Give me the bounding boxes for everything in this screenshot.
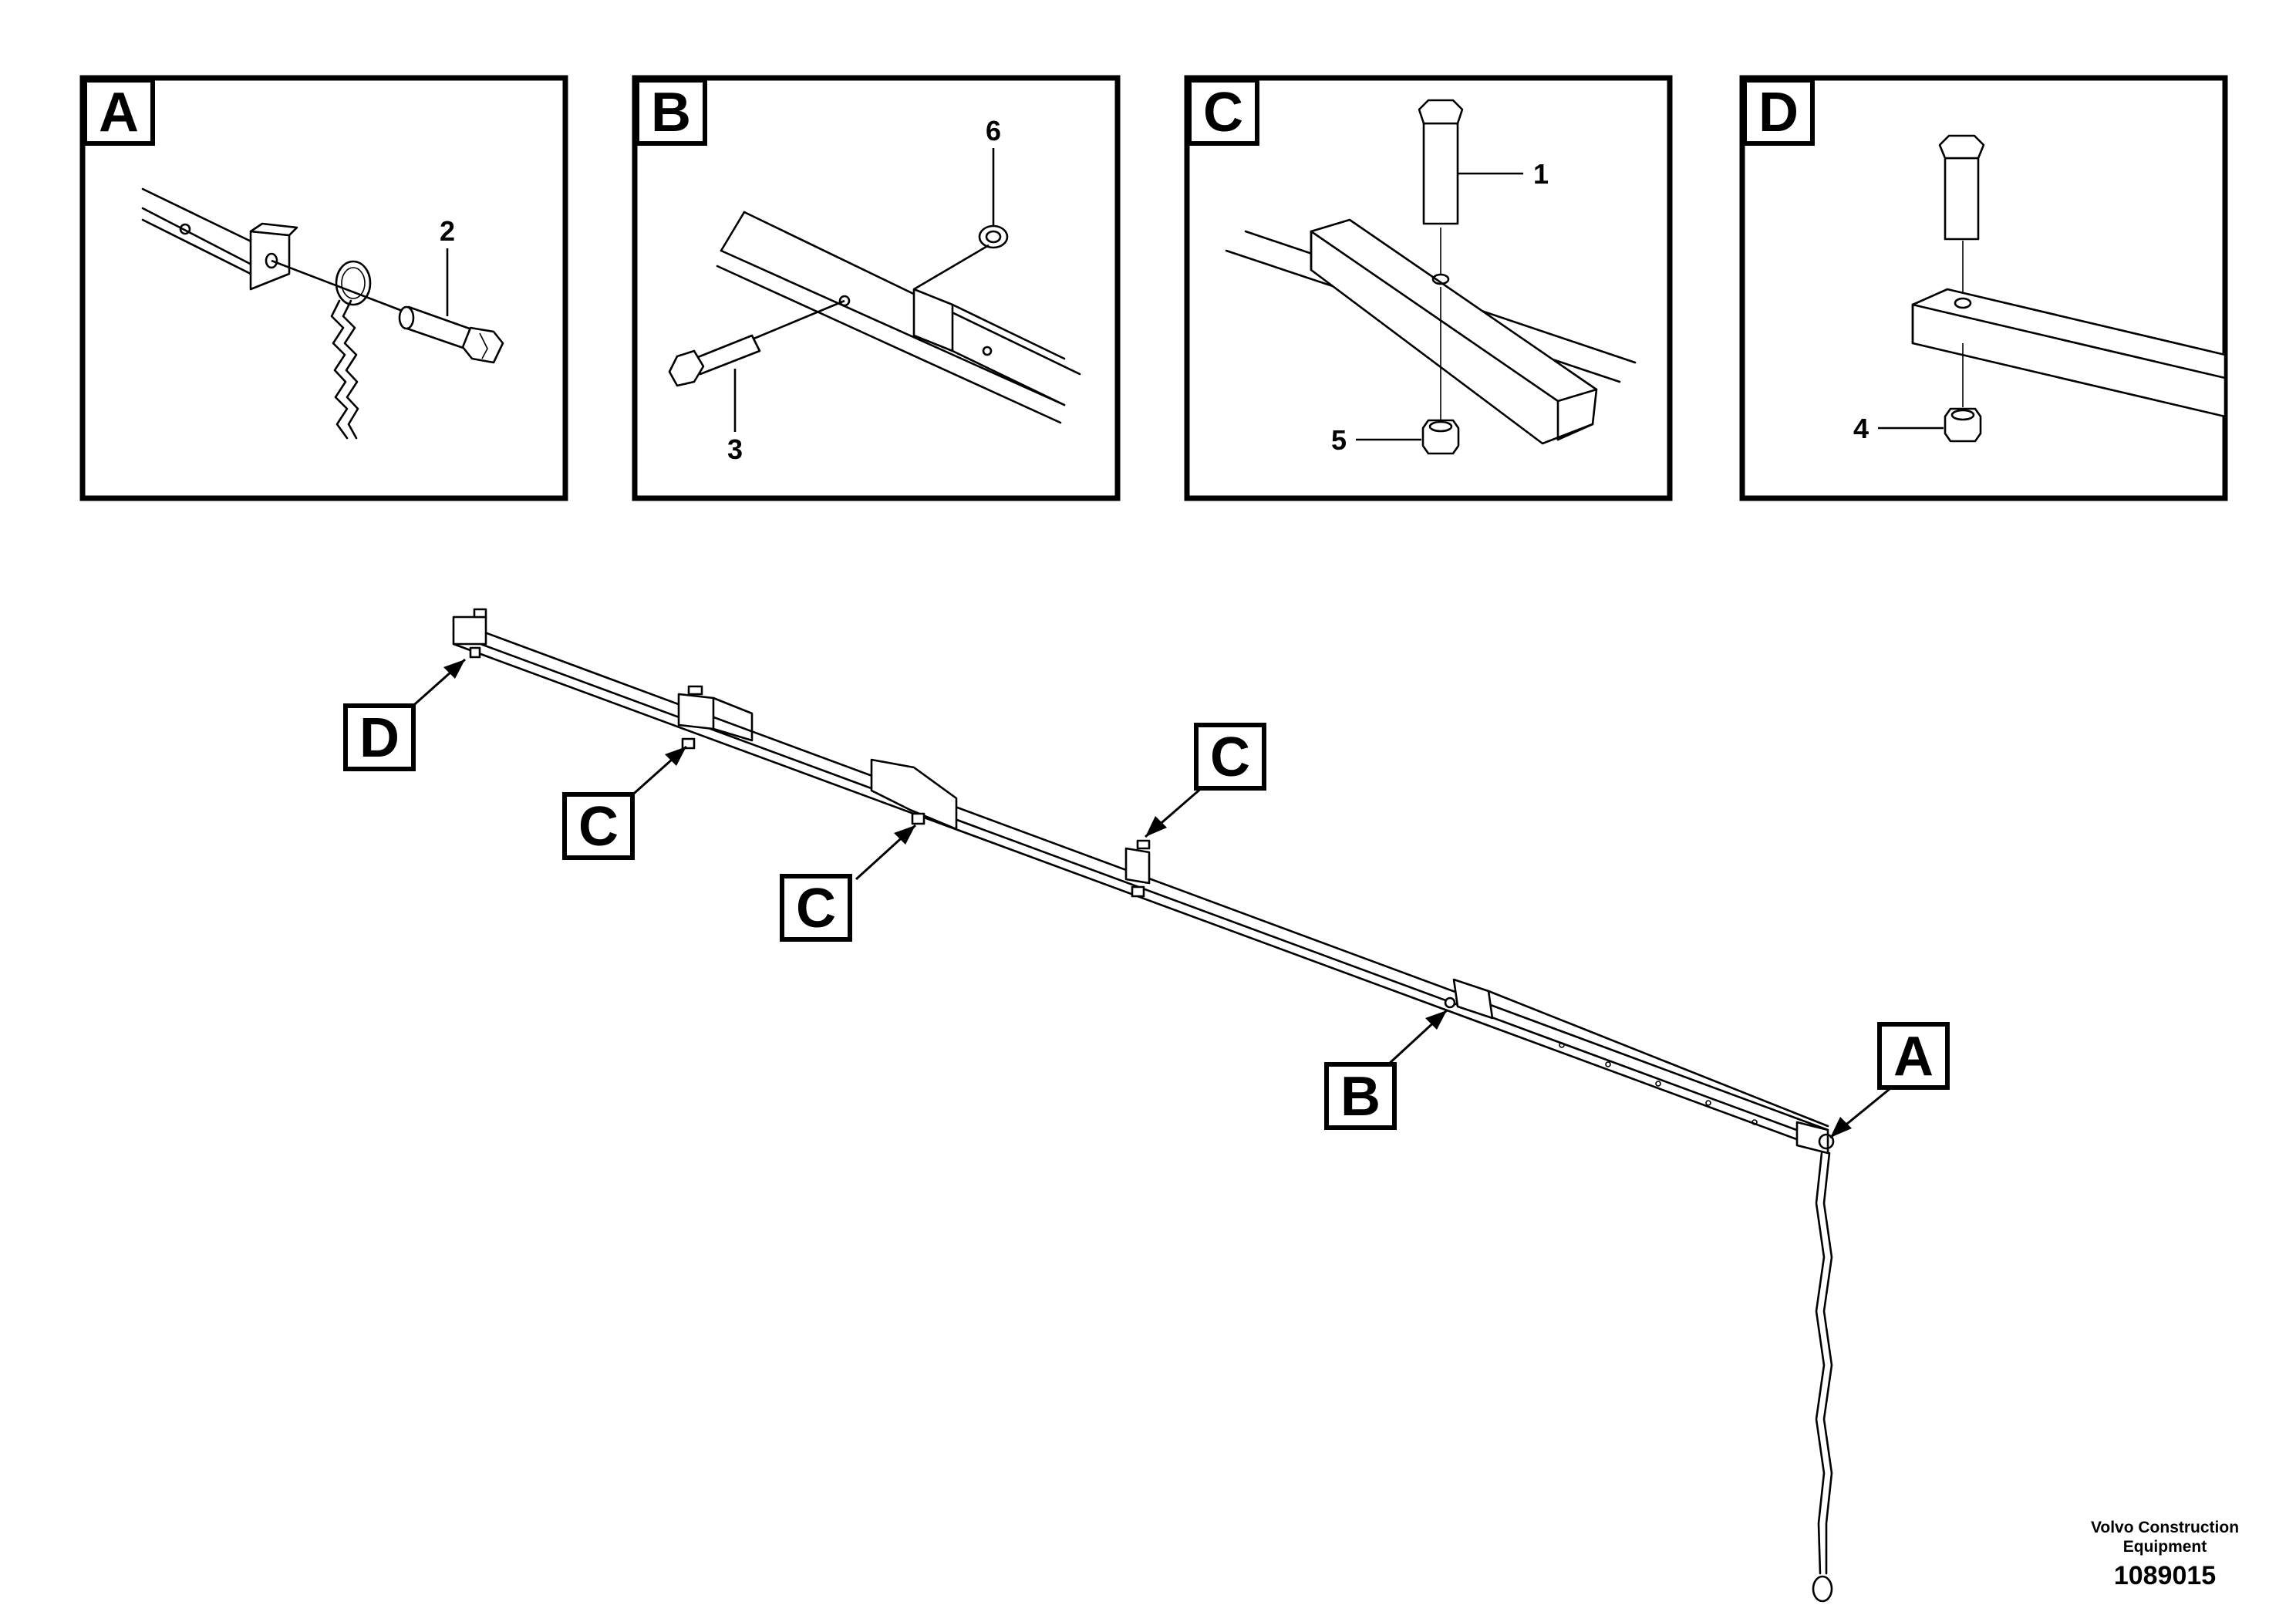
panel-a-pin-line	[271, 259, 421, 319]
panel-c-channel	[1225, 218, 1637, 445]
bolt-icon	[398, 305, 504, 364]
bolt-icon	[1938, 134, 1985, 241]
drawing-number: 1089015	[2113, 1561, 2217, 1590]
panel-c-letter: C	[1203, 82, 1243, 143]
panel-b-tag	[635, 78, 707, 146]
callout-c1-letter: C	[578, 796, 619, 858]
panel-a-tube	[141, 187, 298, 291]
callout-c-3: C	[1145, 723, 1266, 838]
detail-panel-a: A 2	[79, 75, 568, 501]
detail-panel-c: C 1 5	[1184, 75, 1673, 501]
callout-c3-letter: C	[1210, 727, 1250, 788]
panel-d-tube	[1911, 288, 2227, 418]
bolt-icon	[1418, 99, 1464, 225]
panel-b-frame	[632, 75, 1121, 501]
drawing-footer: Volvo Construction Equipment 1089015	[2088, 1518, 2242, 1591]
chain-icon	[330, 299, 359, 440]
panel-d-tag	[1742, 78, 1815, 146]
ring-icon	[335, 260, 372, 306]
panel-c-tag	[1187, 78, 1259, 146]
part-6-line	[913, 244, 990, 291]
panel-d-letter: D	[1758, 82, 1799, 143]
panel-b-tube	[716, 211, 1081, 424]
part-3-line	[751, 299, 845, 341]
panel-a-letter: A	[99, 82, 139, 143]
callout-c-2: C	[780, 824, 917, 942]
callout-a: A	[1829, 1022, 1950, 1139]
bolt-icon	[668, 334, 761, 387]
nut-icon	[1944, 407, 1982, 443]
panel-a-tag	[83, 78, 155, 146]
part-3-label: 3	[727, 433, 743, 465]
nut-icon	[1421, 419, 1460, 455]
callout-c2-letter: C	[796, 878, 836, 939]
manufacturer-label: Volvo Construction Equipment	[2090, 1519, 2240, 1556]
detail-panel-b: B 6 3	[632, 75, 1121, 501]
chain-icon	[1812, 1152, 1833, 1603]
panel-a-frame	[79, 75, 568, 501]
callout-d-letter: D	[359, 707, 400, 769]
callout-c-1: C	[562, 745, 687, 860]
part-1-label: 1	[1533, 158, 1549, 190]
detail-panel-d: D 4	[1739, 75, 2228, 501]
callout-b-letter: B	[1340, 1066, 1381, 1128]
callout-b: B	[1324, 1009, 1448, 1130]
part-4-label: 4	[1853, 413, 1869, 444]
part-2-label: 2	[440, 215, 455, 247]
nut-icon	[978, 224, 1009, 249]
part-6-label: 6	[986, 115, 1001, 147]
panel-d-frame	[1739, 75, 2228, 501]
rail-assembly	[452, 608, 1835, 1155]
part-5-label: 5	[1331, 424, 1347, 456]
callout-d: D	[343, 658, 466, 771]
callout-a-letter: A	[1893, 1026, 1934, 1088]
panel-b-letter: B	[651, 82, 691, 143]
